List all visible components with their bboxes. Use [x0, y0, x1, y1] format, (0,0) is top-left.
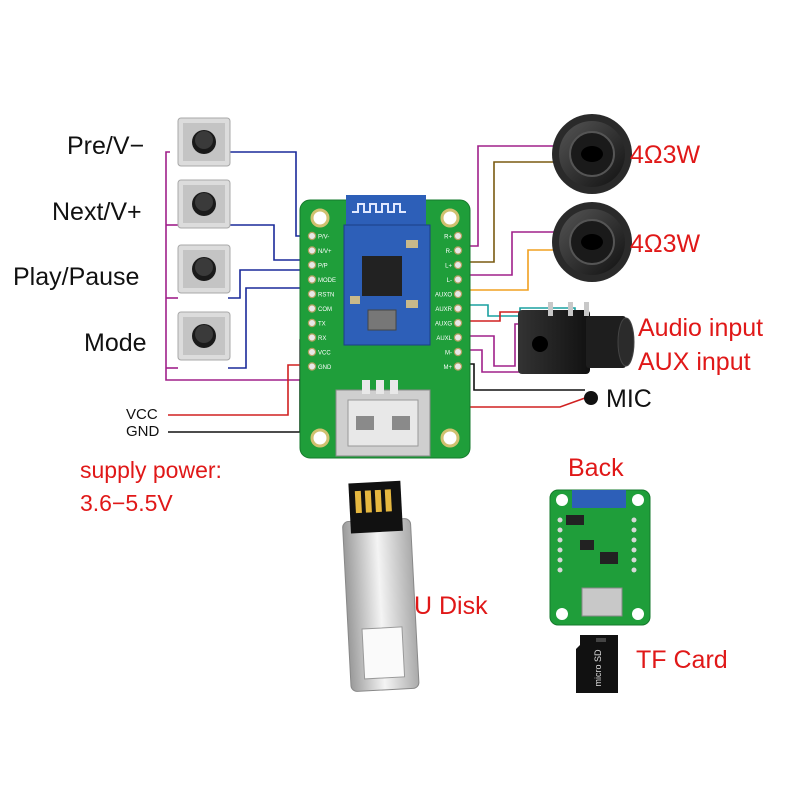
left-pin-hole: [307, 347, 317, 357]
wire-vcc: [168, 364, 312, 416]
push-button-play[interactable]: [177, 244, 231, 294]
left-pin-hole: [307, 333, 317, 342]
label-play-button: Play/Pause: [13, 263, 140, 291]
right-pin-hole: [453, 333, 463, 342]
tf-card-print: micro SD: [593, 649, 603, 687]
label-back: Back: [568, 454, 624, 482]
right-pin-label: M-: [445, 351, 452, 357]
wire-speaker1-pos: [458, 145, 560, 247]
right-pin-label: L-: [447, 278, 452, 284]
right-pin-hole: [453, 318, 463, 328]
left-pin-hole: [307, 362, 317, 371]
right-pin-label: M+: [443, 365, 452, 371]
label-mode-button: Mode: [84, 329, 147, 357]
right-pin-hole: [453, 362, 463, 371]
label-mic: MIC: [606, 385, 652, 413]
right-pin-hole: [453, 275, 463, 284]
label-audio-input: Audio input: [638, 314, 764, 342]
label-supply-voltage: 3.6−5.5V: [80, 490, 173, 516]
microphone: [584, 391, 598, 405]
right-pin-hole: [453, 260, 463, 270]
left-pin-label: RX: [318, 336, 326, 342]
left-pin-label: COM: [318, 307, 332, 313]
speaker-2: [552, 202, 632, 282]
left-pin-label: RSTN: [318, 293, 334, 299]
wire-speaker1-neg: [458, 161, 560, 263]
left-pin-label: GND: [318, 365, 332, 371]
label-next-button: Next/V+: [52, 198, 142, 226]
left-pin-hole: [307, 318, 317, 328]
right-pin-label: L+: [445, 264, 452, 270]
right-pin-label: AUXO: [435, 293, 452, 299]
label-speaker-1: 4Ω3W: [630, 141, 701, 169]
label-speaker-2: 4Ω3W: [630, 230, 701, 258]
right-pin-hole: [453, 246, 463, 255]
right-pin-hole: [453, 231, 463, 241]
left-pin-label: MODE: [318, 278, 336, 284]
wire-play-button: [228, 269, 312, 299]
right-pin-hole: [453, 289, 463, 299]
left-pin-hole: [307, 275, 317, 284]
wire-mic-pos: [458, 379, 586, 408]
right-pin-label: R+: [444, 235, 452, 241]
right-pin-hole: [453, 304, 463, 313]
push-buttons: [177, 117, 231, 361]
wire-speaker2-pos: [458, 231, 560, 276]
right-pin-label: AUXL: [436, 336, 452, 342]
left-pin-label: VCC: [318, 351, 331, 357]
left-pin-hole: [307, 260, 317, 270]
left-pin-hole: [307, 246, 317, 255]
wire-next-button: [228, 224, 312, 261]
push-button-mode[interactable]: [177, 311, 231, 361]
push-button-pre[interactable]: [177, 117, 231, 167]
left-pin-hole: [307, 304, 317, 313]
label-supply-power: supply power:: [80, 457, 222, 483]
wire-speaker2-neg: [458, 249, 560, 291]
left-pin-label: P/P: [318, 264, 328, 270]
label-vcc: VCC: [126, 406, 158, 423]
right-pin-hole: [453, 347, 463, 357]
push-button-next[interactable]: [177, 179, 231, 229]
left-pin-label: N/V+: [318, 249, 332, 255]
wire-gnd: [168, 379, 312, 433]
left-pin-label: P/V-: [318, 235, 329, 241]
left-pin-label: TX: [318, 322, 326, 328]
right-pin-label: AUXR: [435, 307, 452, 313]
label-aux-input: AUX input: [638, 348, 751, 376]
back-pcb: [549, 489, 651, 626]
right-pin-label: R-: [446, 249, 452, 255]
left-pin-hole: [307, 231, 317, 241]
tf-card: micro SD: [576, 635, 618, 693]
label-pre-button: Pre/V−: [67, 132, 145, 160]
audio-jack: [518, 302, 635, 374]
left-pin-hole: [307, 289, 317, 299]
right-pin-label: AUXG: [435, 322, 452, 328]
u-disk: [342, 480, 420, 692]
wire-pre-button: [228, 151, 312, 237]
wire-mode-button: [228, 287, 312, 369]
label-tf-card: TF Card: [636, 646, 728, 674]
label-gnd: GND: [126, 423, 160, 440]
label-u-disk: U Disk: [414, 592, 488, 620]
speaker-1: [552, 114, 632, 194]
main-pcb: P/V- N/V+ P/P MODE RSTN COM TX RX VCC GND R+ R- L+ L…: [299, 195, 471, 459]
